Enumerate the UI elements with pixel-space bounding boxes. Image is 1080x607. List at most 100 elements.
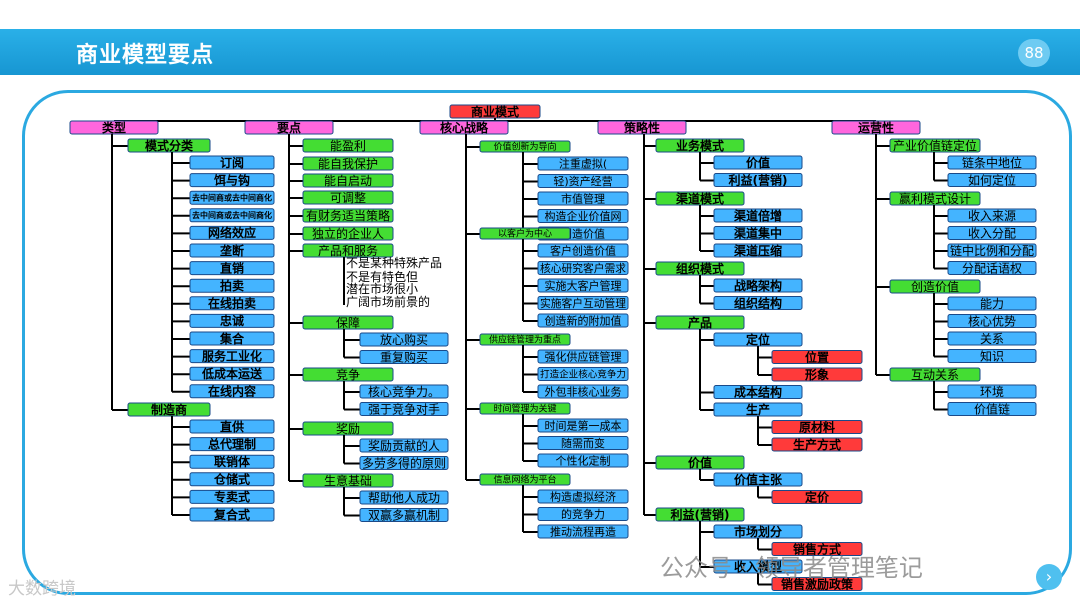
- operations-item-1-3-box: [947, 261, 1037, 275]
- points-item-9-1-label: 多劳多得的原则: [362, 455, 446, 470]
- points-item-7-1-label: 重复购买: [380, 349, 428, 364]
- tactics-child-3-2-0: 原材料: [771, 419, 863, 434]
- operations-item-1-2-box: [947, 243, 1037, 258]
- types-item-0-11-label: 服务工业化: [202, 348, 262, 363]
- types-item-0-7-box: [189, 278, 275, 293]
- strategy-item-1-0-label: 客户创造价值: [550, 243, 616, 257]
- category-3: 策略性: [597, 120, 687, 135]
- category-3-box: [597, 120, 687, 135]
- tactics-group-2-label: 组织模式: [676, 261, 724, 276]
- strategy-item-0-3-label: 构造企业价值网: [545, 209, 622, 223]
- types-item-0-1-label: 饵与钩: [213, 172, 250, 187]
- types-item-0-2: 去中间商或去中间商化: [189, 190, 275, 205]
- strategy-item-0-2-box: [537, 191, 629, 206]
- tactics-child-3-2-1-label: 生产方式: [793, 437, 841, 452]
- tactics-child-5-0-0-box: [771, 542, 863, 556]
- strategy-item-1-3-label: 实施客户互动管理: [540, 297, 626, 310]
- points-group-6: 产品和服务: [302, 243, 394, 258]
- types-item-0-3-label: 去中间商或去中间商化: [192, 210, 272, 220]
- types-item-0-3: 去中间商或去中间商化: [189, 208, 275, 223]
- types-item-0-8: 在线拍卖: [189, 296, 275, 311]
- tactics-item-4-0-label: 价值主张: [734, 472, 783, 487]
- types-item-0-9-box: [189, 313, 275, 328]
- strategy-item-0-3-box: [537, 209, 629, 223]
- points-group-8-label: 竞争: [336, 368, 360, 382]
- types-item-1-2-box: [189, 454, 275, 469]
- operations-item-1-2: 链中比例和分配: [947, 243, 1037, 258]
- strategy-item-3-0-box: [537, 418, 629, 433]
- strategy-item-0-0: 注重虚拟(: [537, 156, 629, 171]
- category-4-label: 运营性: [858, 120, 894, 135]
- points-item-7-1: 重复购买: [359, 349, 449, 364]
- strategy-item-0-1: 轻)资产经营: [537, 174, 629, 188]
- strategy-item-3-1-box: [537, 436, 629, 450]
- points-item-10-0: 帮助他人成功: [359, 490, 449, 505]
- points-item-8-0: 核心竞争力。: [359, 384, 449, 399]
- points-item-7-0: 放心购买: [359, 332, 449, 347]
- points-item-9-1: 多劳多得的原则: [359, 455, 449, 470]
- tactics-item-4-0: 价值主张: [713, 472, 803, 487]
- types-item-1-0: 直供: [189, 419, 275, 434]
- strategy-item-4-0-label: 构造虚拟经济: [550, 489, 616, 503]
- points-item-8-1-box: [359, 402, 449, 416]
- points-group-8: 竞争: [302, 367, 394, 382]
- operations-item-1-0-box: [947, 208, 1037, 223]
- points-group-3: 可调整: [302, 190, 394, 205]
- points-group-4-label: 有财务适当策略: [306, 208, 390, 223]
- types-item-0-7: 拍卖: [189, 278, 275, 293]
- points-item-7-0-label: 放心购买: [380, 332, 428, 347]
- header-bar: [0, 29, 1080, 75]
- strategy-item-0-2: 市值管理: [537, 191, 629, 206]
- next-page-button[interactable]: ›: [1036, 564, 1062, 590]
- types-item-0-10-label: 集合: [219, 331, 245, 346]
- tactics-child-4-0-0: 定价: [771, 489, 863, 504]
- operations-group-3-label: 互动关系: [911, 368, 959, 382]
- strategy-item-1-2-box: [537, 278, 629, 293]
- points-text-3: 广阔市场前景的: [346, 294, 430, 309]
- strategy-item-4-1: 的竞争力: [537, 507, 629, 521]
- types-item-1-5: 复合式: [189, 507, 275, 522]
- strategy-item-1-1-label: 核心研究客户需求: [540, 262, 626, 275]
- points-item-8-1: 强于竞争对手: [359, 402, 449, 416]
- strategy-group-2-box: [479, 333, 571, 346]
- types-item-0-0: 订阅: [189, 155, 275, 170]
- tactics-item-0-1-label: 利益(营销): [729, 172, 788, 187]
- strategy-item-3-1: 随需而变: [537, 436, 629, 450]
- tactics-item-1-2-label: 渠道压缩: [734, 243, 782, 258]
- tactics-item-3-1-label: 成本结构: [734, 384, 782, 399]
- points-text-2: 潜在市场很小: [346, 281, 418, 296]
- points-item-9-0-box: [359, 438, 449, 453]
- strategy-item-1-2: 实施大客户管理: [537, 278, 629, 293]
- points-text-1: 不是有特色但: [346, 269, 418, 284]
- strategy-item-3-0-label: 时间是第一成本: [545, 418, 622, 432]
- strategy-item-4-2-label: 推动流程再造: [550, 524, 616, 538]
- operations-item-3-0-box: [947, 384, 1037, 399]
- operations-item-3-1-label: 价值链: [974, 401, 1010, 416]
- strategy-group-3-label: 时间管理为关键: [493, 403, 556, 415]
- tactics-group-3: 产品: [655, 315, 745, 330]
- category-1-label: 要点: [277, 120, 301, 135]
- operations-item-2-1-label: 核心优势: [968, 314, 1016, 328]
- tactics-child-3-2-1-box: [771, 437, 863, 452]
- tactics-item-3-0: 定位: [713, 332, 803, 347]
- types-item-1-5-box: [189, 507, 275, 522]
- types-item-1-4-box: [189, 489, 275, 504]
- types-item-0-4-box: [189, 225, 275, 240]
- types-item-0-4-label: 网络效应: [208, 225, 256, 240]
- types-item-1-5-label: 复合式: [213, 507, 250, 522]
- tactics-child-5-1-0: 销售激励政策: [771, 576, 863, 591]
- points-group-3-label: 可调整: [330, 190, 366, 205]
- types-item-0-0-label: 订阅: [220, 155, 244, 170]
- tactics-child-3-0-1-label: 形象: [805, 367, 829, 382]
- operations-item-2-2-label: 关系: [980, 332, 1004, 346]
- tactics-child-5-1-0-box: [771, 577, 863, 591]
- tactics-child-4-0-0-label: 定价: [805, 489, 830, 504]
- points-item-9-0-label: 奖励贡献的人: [368, 438, 440, 453]
- root-node-label: 商业模式: [471, 104, 519, 119]
- types-item-0-13-label: 在线内容: [208, 384, 256, 399]
- tactics-item-5-0: 市场划分: [713, 524, 803, 539]
- strategy-item-1-1: 核心研究客户需求: [537, 261, 629, 275]
- types-item-1-1: 总代理制: [189, 436, 275, 451]
- types-item-0-12-label: 低成本运送: [201, 366, 263, 381]
- strategy-item-2-1-label: 打造企业核心竞争力: [540, 368, 626, 380]
